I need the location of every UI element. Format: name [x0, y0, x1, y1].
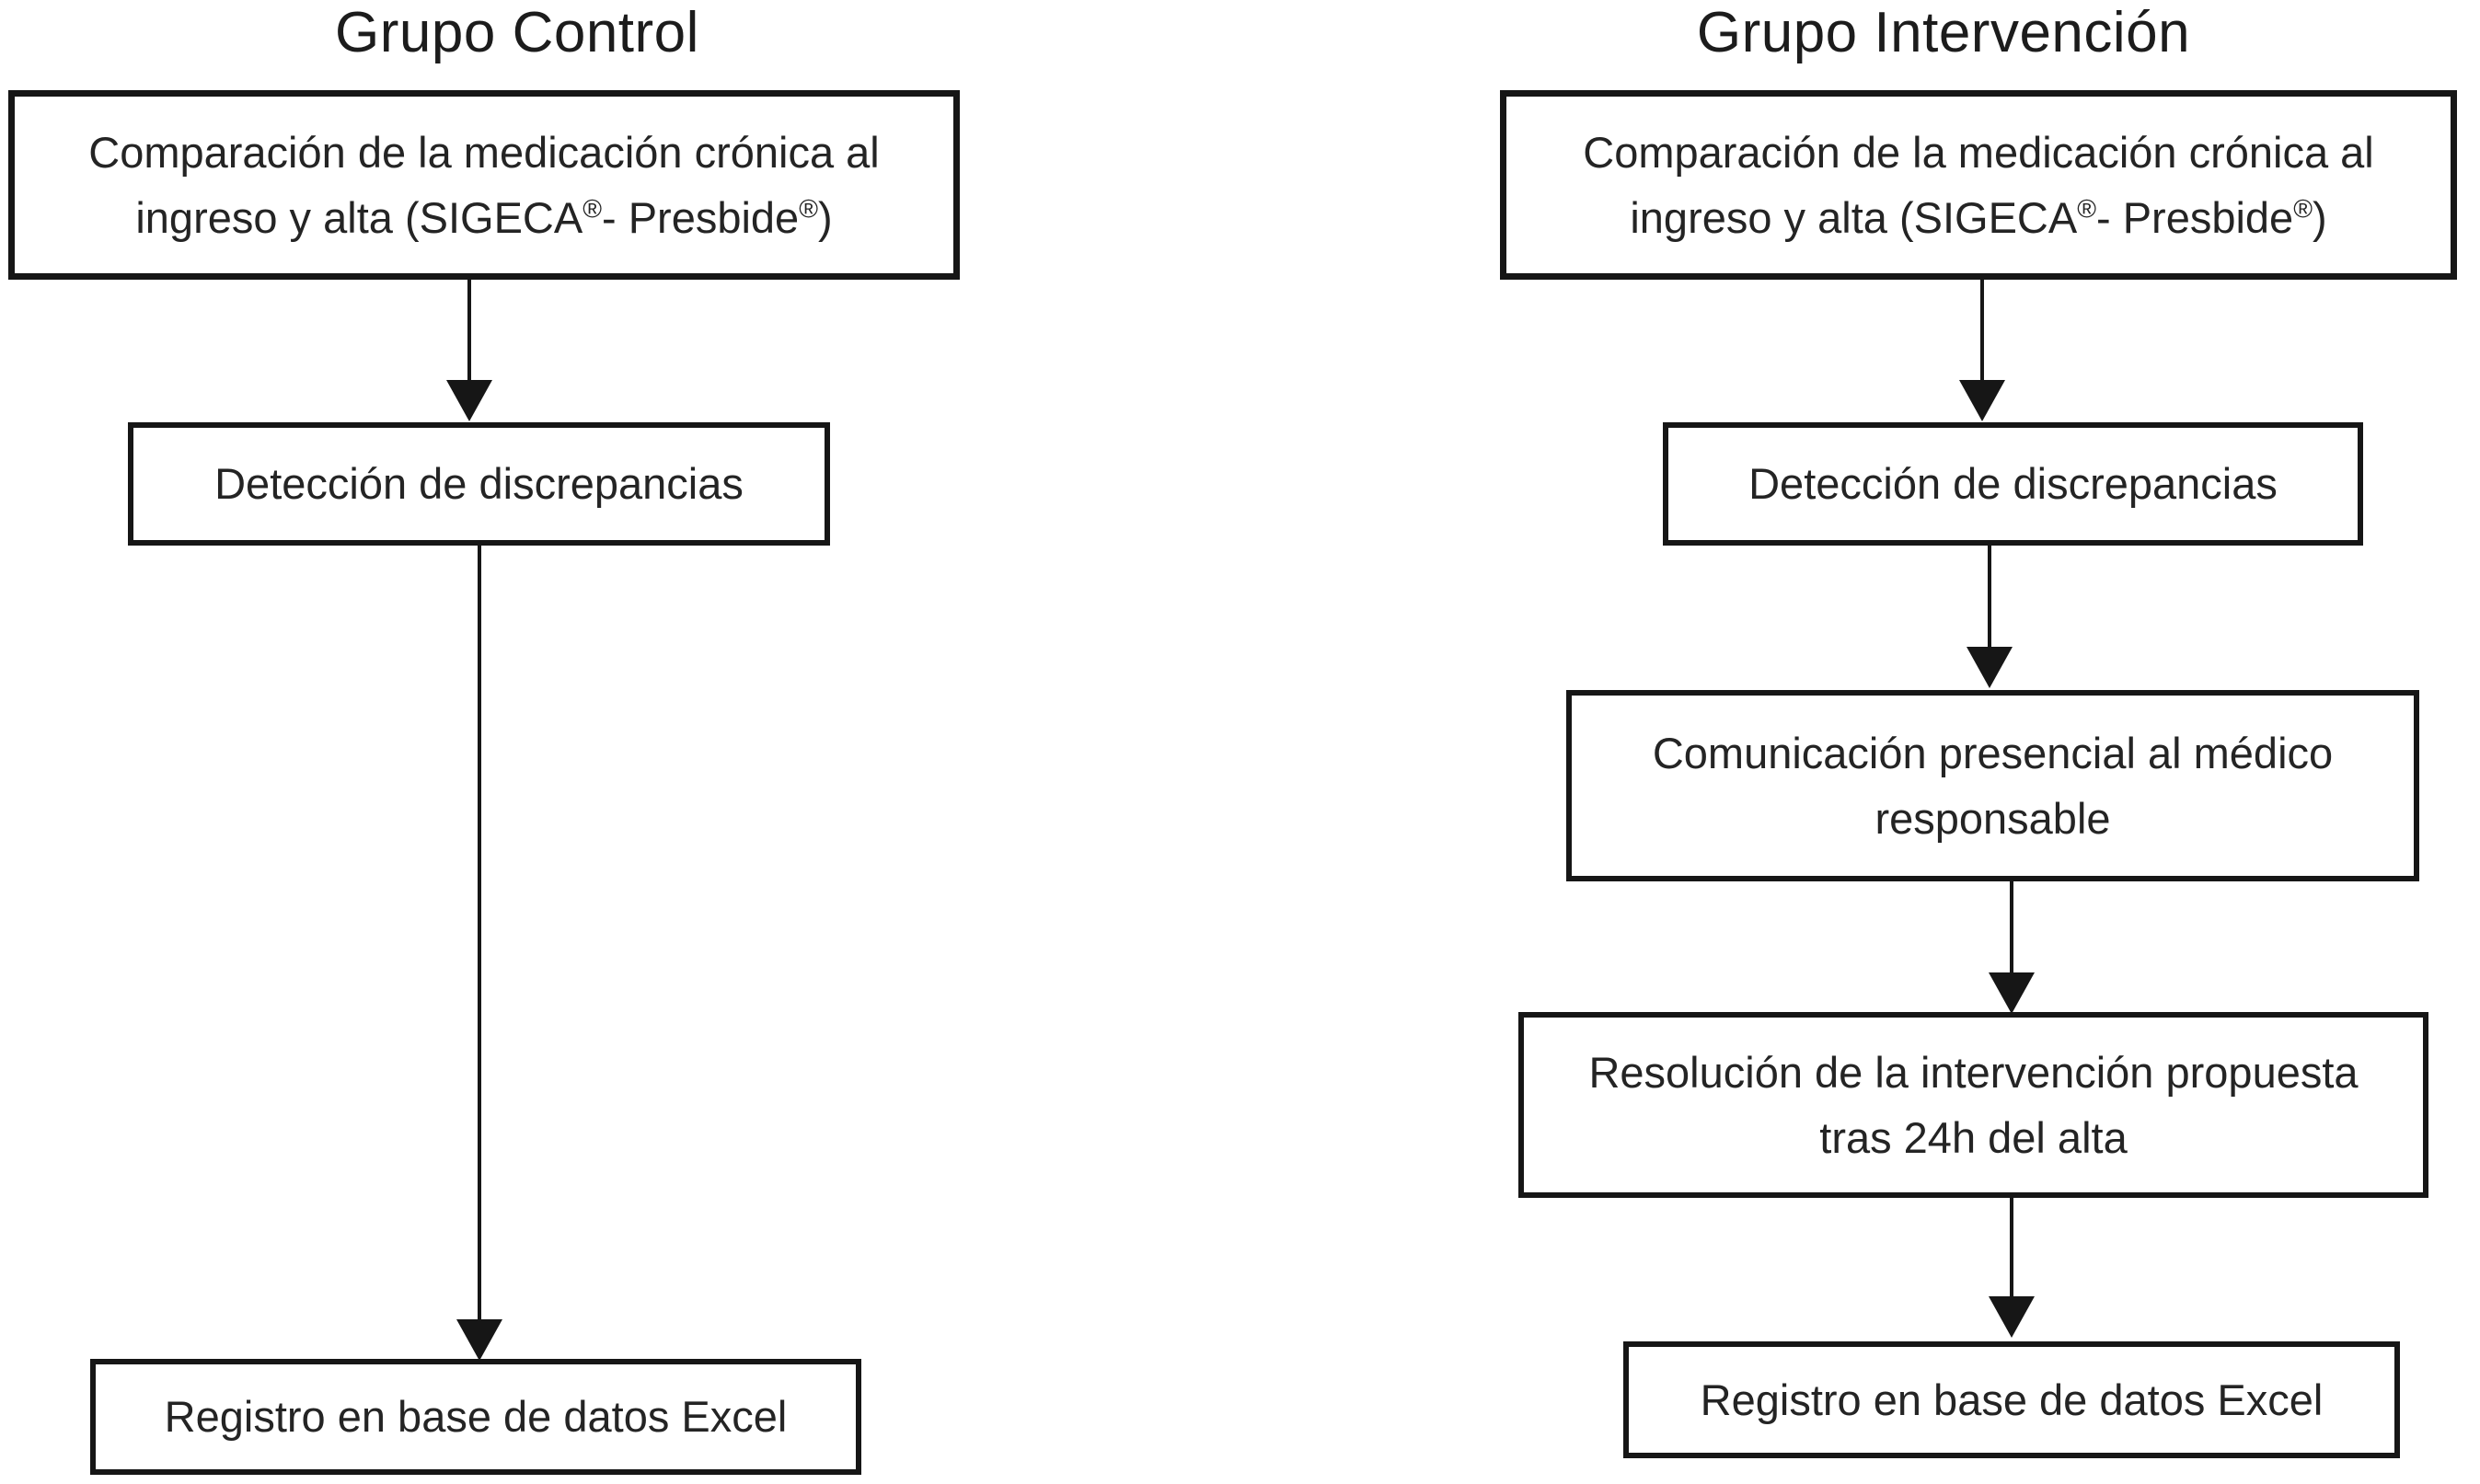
- intervencion-arrow-comparacion-to-deteccion: [1958, 278, 2006, 421]
- arrow-shaft: [2010, 1192, 2013, 1305]
- control-step-comparacion-medicacion: Comparación de la medicación crónica al …: [8, 90, 960, 280]
- intervencion-step-comunicacion-medico-label: Comunicación presencial al médico respon…: [1652, 728, 2334, 843]
- arrow-down-icon: [1989, 972, 2035, 1014]
- intervencion-step-registro-excel: Registro en base de datos Excel: [1623, 1341, 2400, 1458]
- intervencion-step-registro-excel-label: Registro en base de datos Excel: [1700, 1375, 2324, 1424]
- control-step-registro-excel: Registro en base de datos Excel: [90, 1359, 861, 1475]
- intervencion-step-deteccion-discrepancias: Detección de discrepancias: [1663, 422, 2363, 546]
- control-step-comparacion-medicacion-label: Comparación de la medicación crónica al …: [88, 127, 880, 242]
- intervencion-step-resolucion-24h-label: Resolución de la intervención propuesta …: [1588, 1047, 2359, 1162]
- arrow-down-icon: [1959, 380, 2005, 421]
- control-step-deteccion-discrepancias-label: Detección de discrepancias: [214, 459, 744, 509]
- control-arrow-comparacion-to-deteccion: [445, 278, 493, 421]
- arrow-shaft: [1980, 278, 1984, 388]
- arrow-shaft: [2010, 880, 2013, 981]
- arrow-down-icon: [1967, 647, 2013, 688]
- intervencion-arrow-deteccion-to-comunicacion: [1966, 544, 2013, 688]
- arrow-down-icon: [446, 380, 492, 421]
- intervencion-step-deteccion-discrepancias-label: Detección de discrepancias: [1748, 459, 2278, 509]
- intervencion-step-resolucion-24h: Resolución de la intervención propuesta …: [1518, 1012, 2428, 1198]
- column-title-intervencion: Grupo Intervención: [1696, 1, 2191, 64]
- arrow-shaft: [467, 278, 471, 388]
- control-arrow-deteccion-to-registro: [456, 544, 503, 1361]
- intervencion-arrow-resolucion-to-registro: [1988, 1192, 2036, 1338]
- intervencion-step-comparacion-medicacion: Comparación de la medicación crónica al …: [1500, 90, 2457, 280]
- column-title-control: Grupo Control: [335, 1, 699, 64]
- control-step-registro-excel-label: Registro en base de datos Excel: [164, 1392, 788, 1442]
- arrow-down-icon: [1989, 1296, 2035, 1338]
- control-step-deteccion-discrepancias: Detección de discrepancias: [128, 422, 830, 546]
- arrow-shaft: [1988, 544, 1991, 655]
- intervencion-step-comparacion-medicacion-label: Comparación de la medicación crónica al …: [1583, 127, 2374, 242]
- arrow-down-icon: [456, 1319, 502, 1361]
- arrow-shaft: [478, 544, 481, 1328]
- intervencion-arrow-comunicacion-to-resolucion: [1988, 880, 2036, 1014]
- intervencion-step-comunicacion-medico: Comunicación presencial al médico respon…: [1566, 690, 2419, 881]
